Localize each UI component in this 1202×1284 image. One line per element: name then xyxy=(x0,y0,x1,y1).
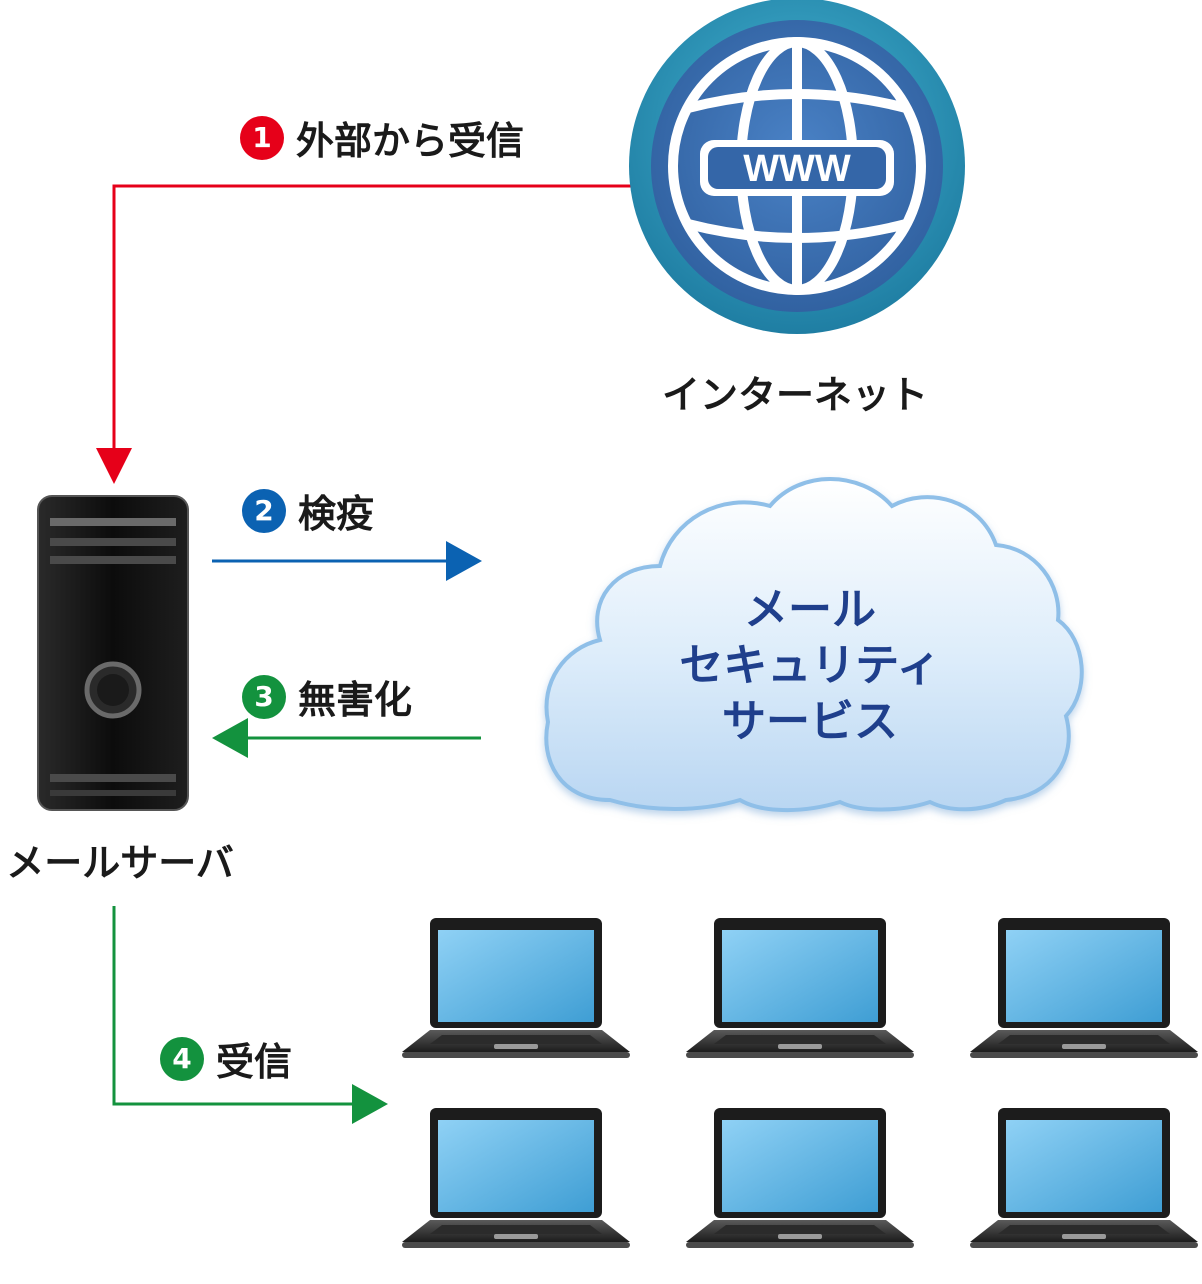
cloud-line-1: メール xyxy=(744,584,876,635)
step-1-label: 1 外部から受信 xyxy=(240,110,524,165)
laptop-icon xyxy=(970,1108,1198,1248)
step-2-text: 検疫 xyxy=(298,492,375,536)
laptop-icon xyxy=(686,1108,914,1248)
connector-cloud-to-server xyxy=(212,718,481,758)
cloud-line-3: サービス xyxy=(722,696,898,747)
laptop-icon xyxy=(970,918,1198,1058)
globe-www-text: WWW xyxy=(743,148,851,190)
step-2-badge: 2 xyxy=(242,488,286,533)
step-2-label: 2 検疫 xyxy=(242,483,374,538)
cloud-icon xyxy=(544,477,1084,813)
laptop-icon xyxy=(402,1108,630,1248)
step-4-label: 4 受信 xyxy=(160,1031,292,1086)
internet-label: インターネット xyxy=(661,373,928,417)
connector-internet-to-server xyxy=(96,184,632,484)
step-1-badge: 1 xyxy=(240,115,284,160)
step-3-badge: 3 xyxy=(242,674,286,719)
internet-globe-icon: WWW xyxy=(629,0,965,334)
step-3-text: 無害化 xyxy=(298,678,413,722)
cloud-service-label: メール セキュリティ サービス xyxy=(600,582,1020,750)
mail-server-icon xyxy=(37,495,189,811)
connector-server-to-clients xyxy=(112,906,388,1124)
client-laptops xyxy=(402,918,1198,1248)
laptop-icon xyxy=(402,918,630,1058)
step-1-text: 外部から受信 xyxy=(296,119,525,163)
cloud-line-2: セキュリティ xyxy=(679,640,941,691)
step-4-badge: 4 xyxy=(160,1036,204,1081)
step-3-label: 3 無害化 xyxy=(242,669,412,724)
connector-server-to-cloud xyxy=(212,541,482,581)
mail-server-label: メールサーバ xyxy=(6,841,234,885)
laptop-icon xyxy=(686,918,914,1058)
step-4-text: 受信 xyxy=(216,1040,293,1084)
